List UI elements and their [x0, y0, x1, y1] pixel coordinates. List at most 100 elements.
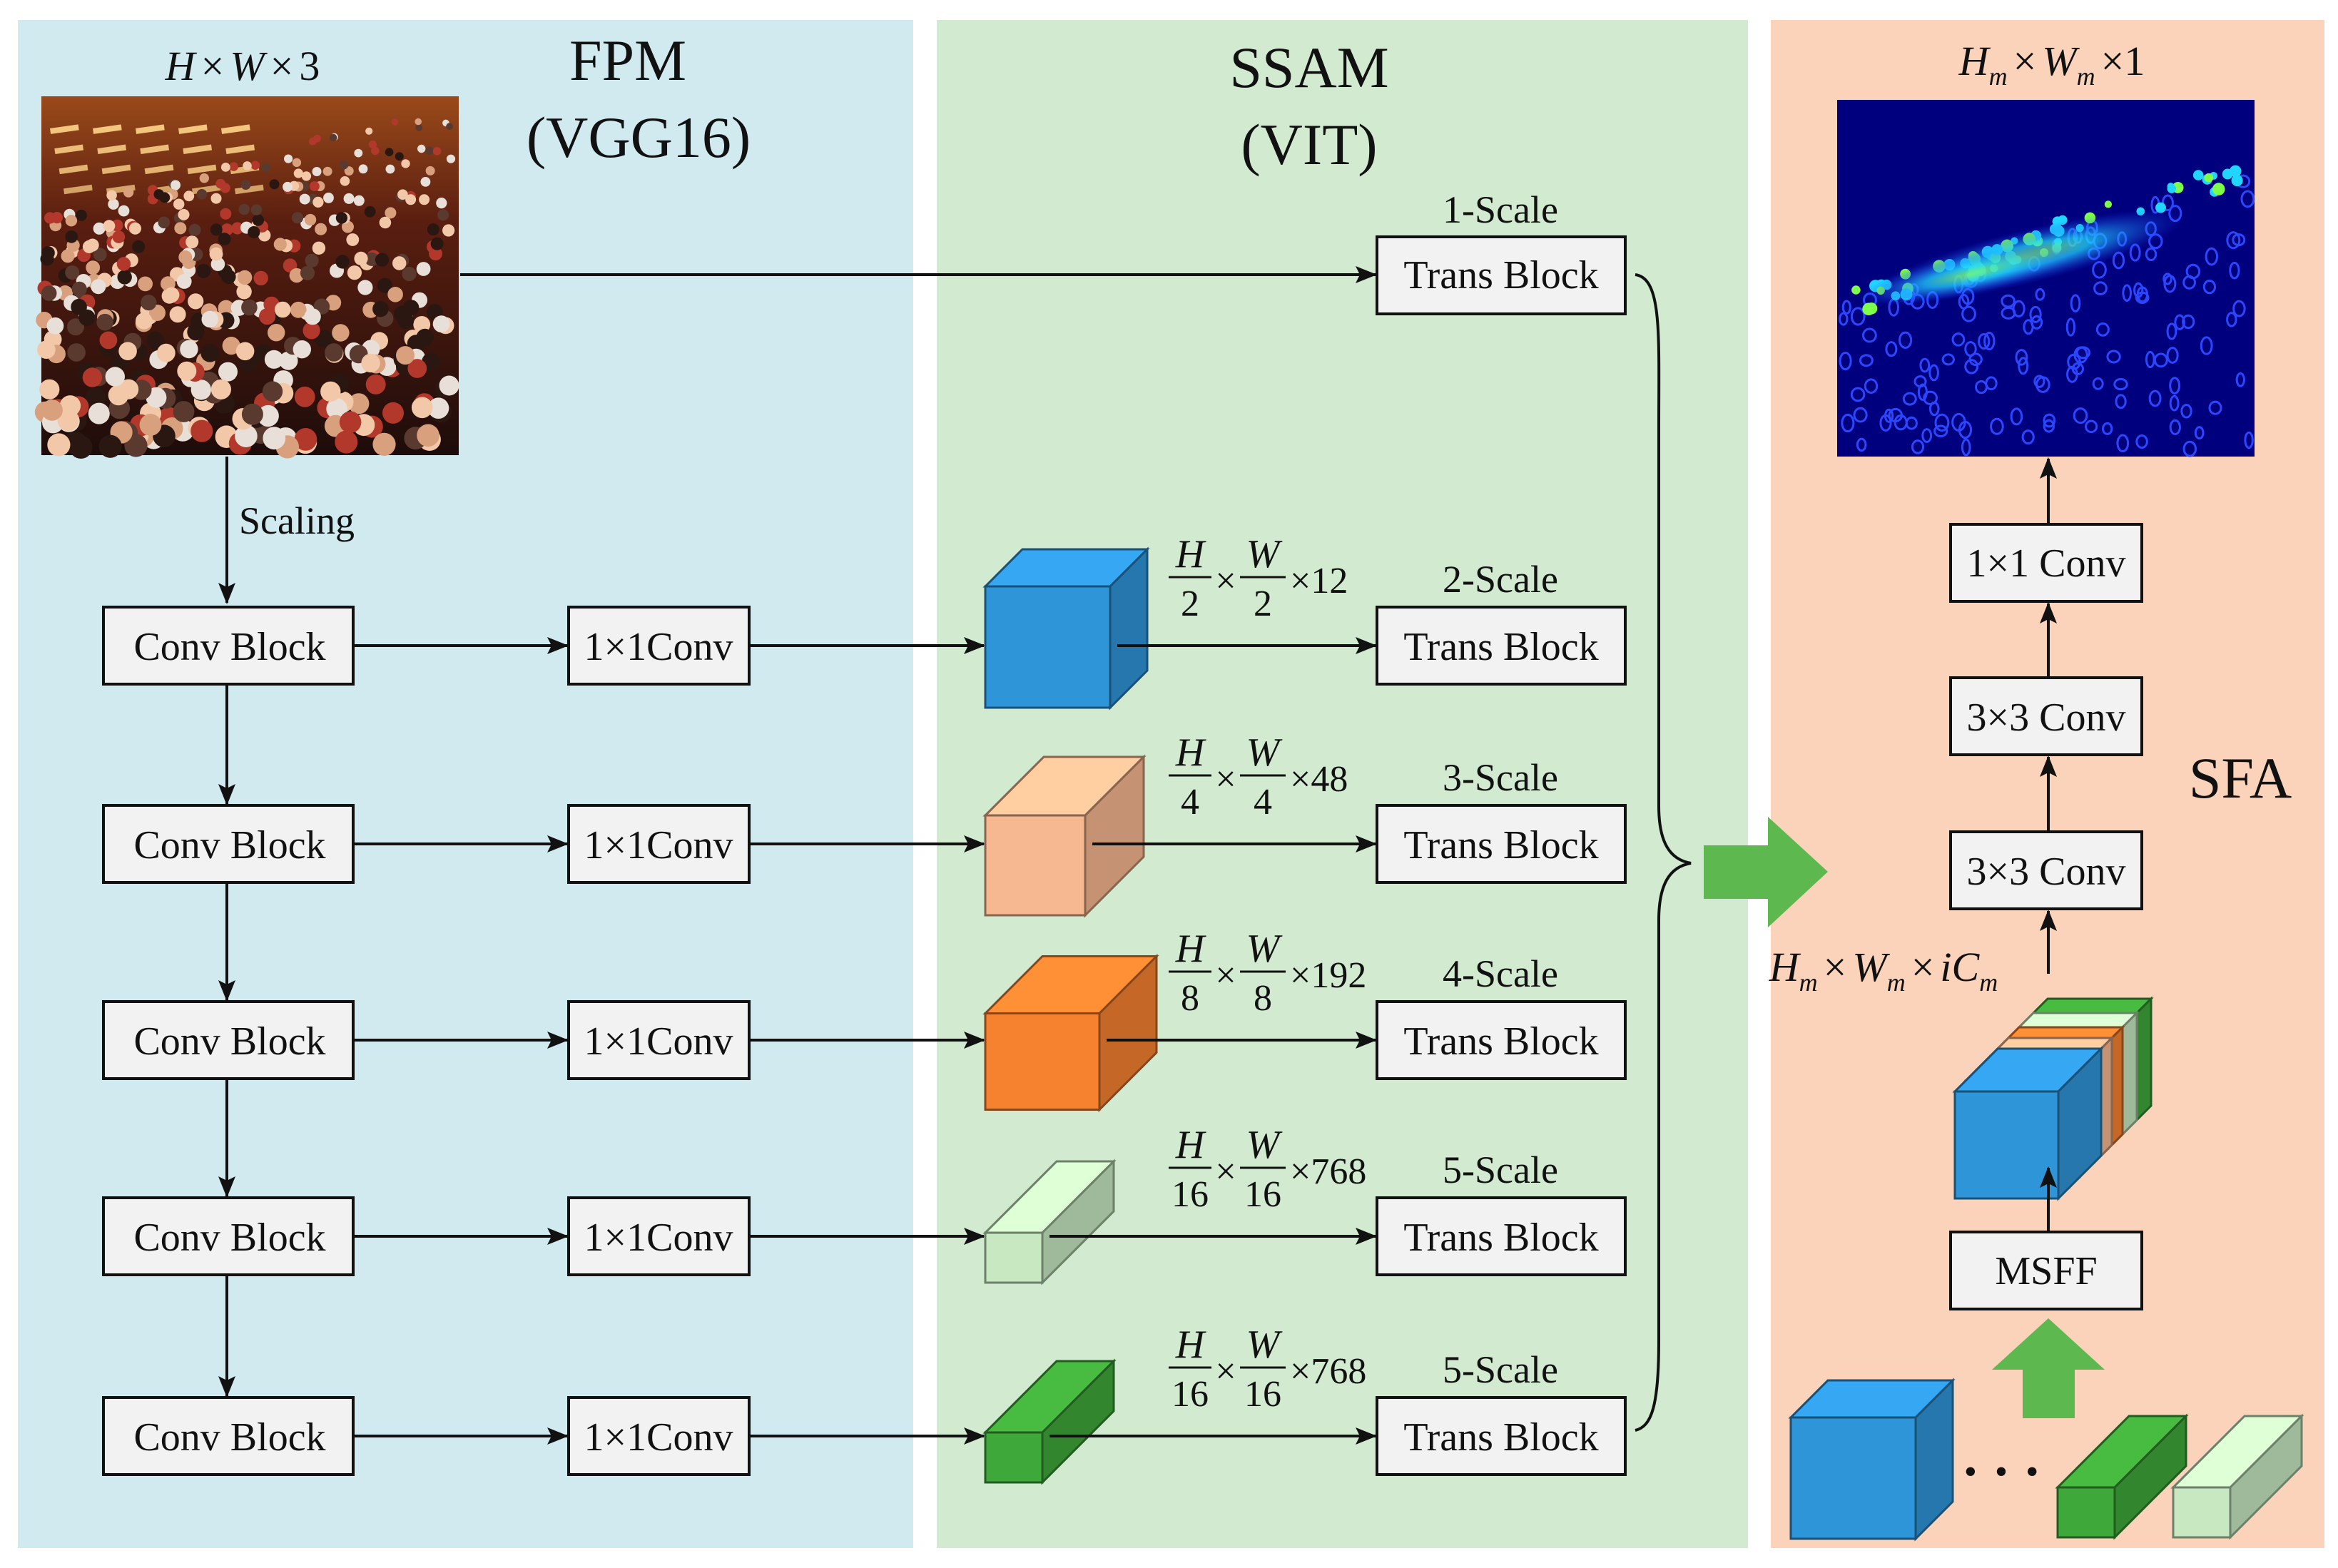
- feature-cube-scale-5: [982, 1159, 1117, 1286]
- dim-times: ×: [1215, 561, 1236, 601]
- conv3x3-upper-box: [1949, 676, 2143, 756]
- conv-block-label: Conv Block: [133, 1216, 325, 1260]
- conv-block-label: Conv Block: [133, 625, 325, 669]
- scale1-trans-block: [1376, 235, 1627, 315]
- dim-den-w: 4: [1254, 782, 1272, 823]
- fpm-subtitle: (VGG16): [527, 105, 751, 170]
- concatenated-feature-stack: [1952, 996, 2154, 1201]
- conv-block-box: [102, 1396, 355, 1476]
- msff-box: [1949, 1231, 2143, 1310]
- dim-den-h: 8: [1181, 978, 1199, 1019]
- conv1x1-sfa-label: 1×1 Conv: [1967, 541, 2126, 586]
- feature-dimension-label: H8×W8×192: [1169, 927, 1366, 1019]
- concat-dimension-label: Hm×Wm×iCm: [1769, 944, 1998, 997]
- crowd-input-image: [34, 96, 459, 459]
- trans-block-label: Trans Block: [1403, 823, 1598, 867]
- trans-block-label: Trans Block: [1403, 625, 1598, 669]
- dim-num-h: H: [1175, 1323, 1206, 1367]
- dim-den-w: 16: [1244, 1374, 1281, 1415]
- big-green-arrow-up: [1992, 1318, 2105, 1418]
- conv1x1-label: 1×1Conv: [584, 1019, 733, 1064]
- feature-dimension-label: H16×W16×768: [1169, 1323, 1366, 1415]
- conv3x3-upper-label: 3×3 Conv: [1967, 696, 2126, 740]
- trans-block-label: Trans Block: [1403, 1019, 1598, 1064]
- dim-num-w: W: [1246, 532, 1283, 576]
- dim-den-w: 8: [1254, 978, 1272, 1019]
- audience-heads: [34, 118, 459, 459]
- sfa-title: SFA: [2189, 745, 2292, 810]
- multi-scale-features: [1788, 1378, 2304, 1542]
- dim-num-h: H: [1175, 927, 1206, 971]
- dim-num-w: W: [1246, 1123, 1283, 1167]
- feature-cube-scale-3: [982, 754, 1147, 918]
- bottom-cube-light-green: [2170, 1413, 2304, 1540]
- scale1-label: 1-Scale: [1443, 188, 1558, 231]
- conv1x1-label: 1×1Conv: [584, 625, 733, 669]
- scale-label: 5-Scale: [1443, 1149, 1558, 1191]
- input-dimension-label: H×W×3: [165, 43, 320, 89]
- dim-num-h: H: [1175, 532, 1206, 576]
- scaling-label: Scaling: [239, 499, 355, 542]
- scale1-trans-block-label: Trans Block: [1403, 253, 1598, 297]
- stack-front-cube: [1952, 1046, 2104, 1201]
- feature-dimension-label: H4×W4×48: [1169, 730, 1348, 823]
- dim-num-w: W: [1246, 927, 1283, 971]
- trans-block-box: [1376, 1196, 1627, 1276]
- conv1x1-box: [567, 804, 751, 884]
- ellipsis: • • •: [1964, 1452, 2043, 1492]
- conv-block-label: Conv Block: [133, 1019, 325, 1064]
- big-green-arrow-right: [1704, 817, 1828, 927]
- merge-brace: [1635, 273, 1692, 1432]
- trans-block-box: [1376, 804, 1627, 884]
- scale-label: 4-Scale: [1443, 952, 1558, 995]
- conv1x1-label: 1×1Conv: [584, 823, 733, 867]
- conv1x1-label: 1×1Conv: [584, 1415, 733, 1460]
- dim-channels: ×768: [1290, 1151, 1366, 1192]
- dim-times: ×: [1215, 1351, 1236, 1392]
- conv1x1-sfa-box: [1949, 523, 2143, 603]
- dim-den-h: 2: [1181, 584, 1199, 624]
- dim-channels: ×48: [1290, 759, 1348, 800]
- fpm-title: FPM: [569, 28, 686, 93]
- bottom-cube-green: [2055, 1413, 2189, 1540]
- conv-block-label: Conv Block: [133, 1415, 325, 1460]
- conv1x1-box: [567, 606, 751, 686]
- dim-times: ×: [1215, 955, 1236, 996]
- conv-block-box: [102, 1196, 355, 1276]
- dim-channels: ×12: [1290, 561, 1348, 601]
- conv3x3-lower-box: [1949, 830, 2143, 910]
- feature-cube-scale-6: [982, 1358, 1117, 1485]
- trans-block-label: Trans Block: [1403, 1415, 1598, 1460]
- dim-den-h: 16: [1171, 1174, 1209, 1215]
- conv1x1-box: [567, 1396, 751, 1476]
- dim-num-w: W: [1246, 730, 1283, 775]
- conv-block-box: [102, 1000, 355, 1080]
- conv1x1-box: [567, 1000, 751, 1080]
- dim-den-w: 16: [1244, 1174, 1281, 1215]
- ssam-title: SSAM: [1229, 35, 1388, 100]
- scale-label: 3-Scale: [1443, 756, 1558, 799]
- dim-num-h: H: [1175, 730, 1206, 775]
- dim-den-w: 2: [1254, 584, 1272, 624]
- ssam-subtitle: (VIT): [1241, 112, 1377, 177]
- scale-label: 2-Scale: [1443, 558, 1558, 601]
- feature-dimension-label: H 2 ×W 2 ×12: [1169, 532, 1348, 624]
- trans-block-label: Trans Block: [1403, 1216, 1598, 1260]
- conv-block-box: [102, 804, 355, 884]
- conv1x1-box: [567, 1196, 751, 1276]
- feature-cube-scale-4: [982, 953, 1159, 1113]
- feature-dimension-label: H16×W16×768: [1169, 1123, 1366, 1215]
- msff-label: MSFF: [1995, 1249, 2097, 1293]
- dim-channels: ×768: [1290, 1351, 1366, 1392]
- dim-times: ×: [1215, 759, 1236, 800]
- conv-block-box: [102, 606, 355, 686]
- trans-block-box: [1376, 606, 1627, 686]
- conv3x3-lower-label: 3×3 Conv: [1967, 850, 2126, 894]
